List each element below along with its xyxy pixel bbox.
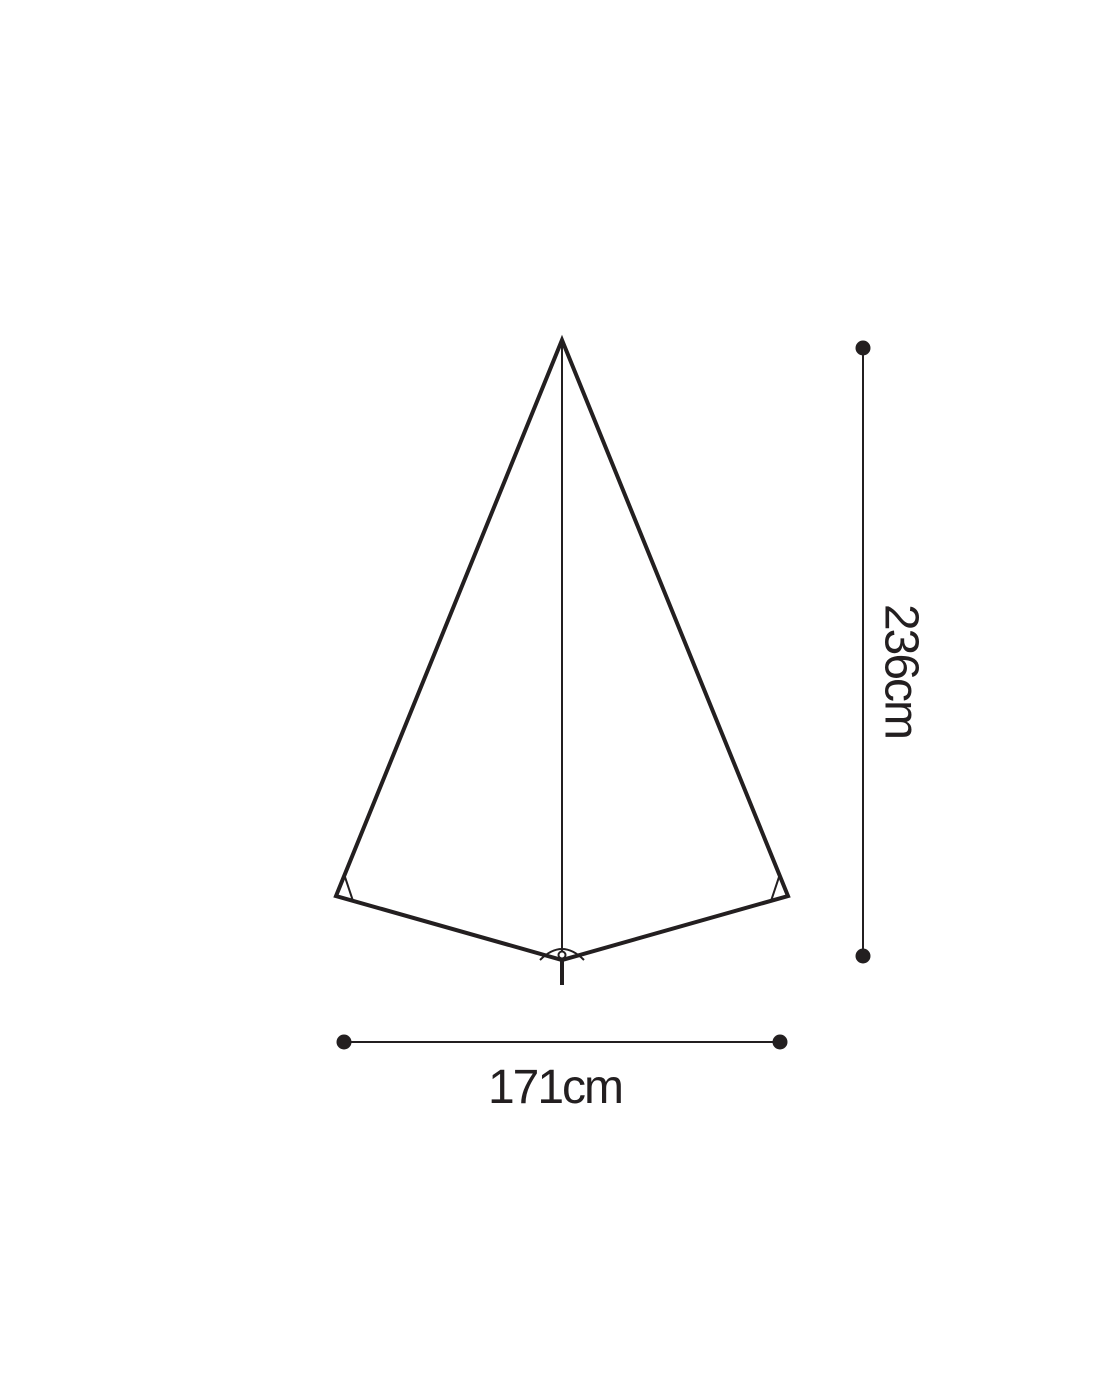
grommet-icon xyxy=(557,950,567,960)
height-dimension: 236cm xyxy=(855,340,928,964)
width-dimension-left-dot xyxy=(336,1034,352,1050)
width-label: 171cm xyxy=(488,1061,622,1114)
width-dimension-right-dot xyxy=(772,1034,788,1050)
height-dimension-top-dot xyxy=(855,340,871,356)
height-dimension-bottom-dot xyxy=(855,948,871,964)
height-label: 236cm xyxy=(875,604,928,738)
left-corner-patch xyxy=(344,876,354,902)
bottom-grommet-patch xyxy=(539,948,585,961)
right-corner-patch xyxy=(770,876,780,902)
width-dimension: 171cm xyxy=(336,1034,788,1114)
tarp-outline xyxy=(333,334,791,963)
